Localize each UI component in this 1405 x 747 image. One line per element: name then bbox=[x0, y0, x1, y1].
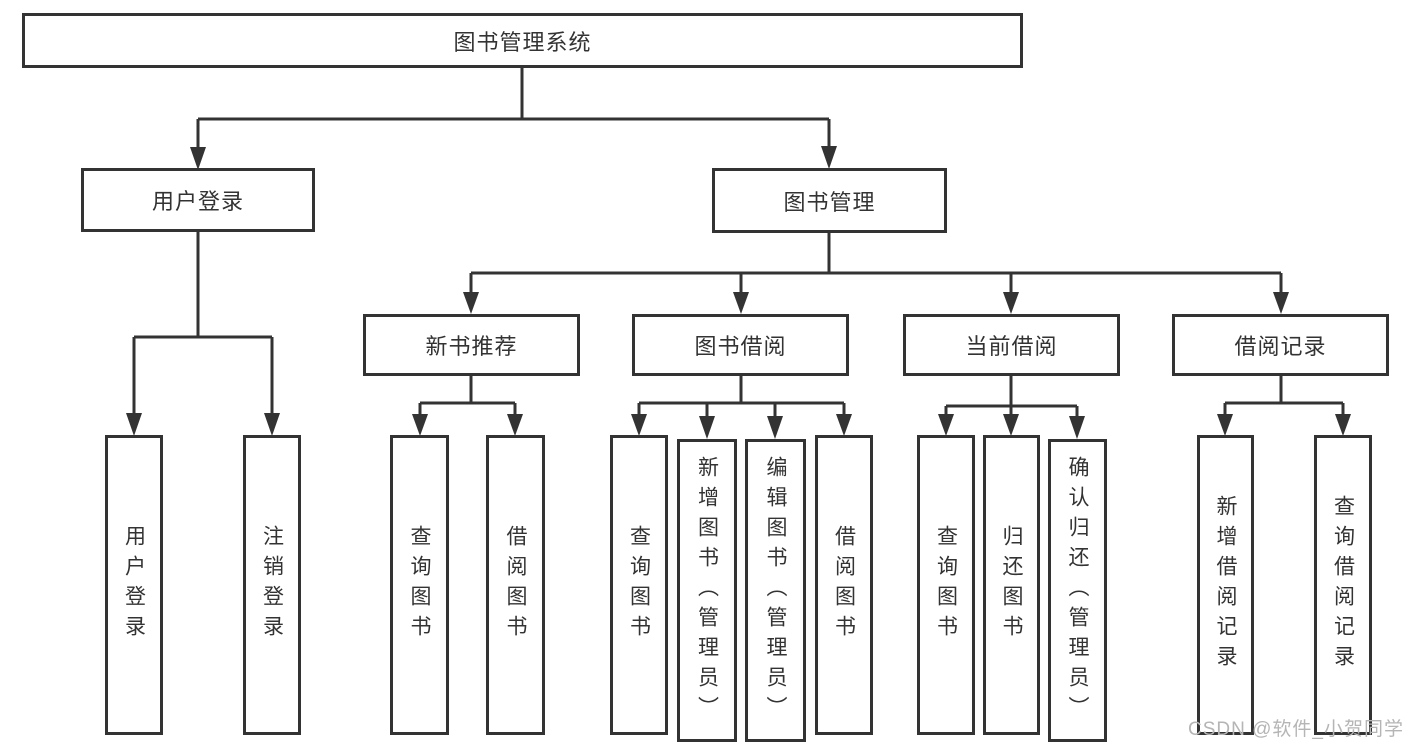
leaf-edit-books-admin-label: 编辑图书（管理员） bbox=[764, 455, 787, 726]
node-user-login: 用户登录 bbox=[81, 168, 315, 232]
leaf-current-query-books: 查询图书 bbox=[917, 435, 975, 735]
leaf-recommend-query-books: 查询图书 bbox=[390, 435, 449, 735]
csdn-watermark: CSDN @软件_小贺同学 bbox=[1188, 719, 1404, 740]
node-book-borrow: 图书借阅 bbox=[632, 314, 849, 376]
leaf-return-books-label: 归还图书 bbox=[1000, 525, 1023, 645]
leaf-confirm-return-admin: 确认归还（管理员） bbox=[1048, 439, 1107, 742]
node-new-book-recommend-label: 新书推荐 bbox=[425, 334, 518, 359]
node-borrow-records: 借阅记录 bbox=[1172, 314, 1389, 376]
connector-lines bbox=[132, 68, 1345, 417]
node-borrow-records-label: 借阅记录 bbox=[1234, 334, 1327, 359]
leaf-user-login-label: 用户登录 bbox=[122, 525, 146, 645]
leaf-user-login: 用户登录 bbox=[105, 435, 163, 735]
node-user-login-label: 用户登录 bbox=[151, 189, 244, 214]
arrowhead-icons bbox=[126, 146, 1351, 439]
leaf-borrow-books-label: 借阅图书 bbox=[832, 525, 856, 645]
leaf-add-borrow-record: 新增借阅记录 bbox=[1197, 435, 1254, 735]
node-current-borrow: 当前借阅 bbox=[903, 314, 1120, 376]
node-new-book-recommend: 新书推荐 bbox=[363, 314, 580, 376]
node-current-borrow-label: 当前借阅 bbox=[965, 334, 1058, 359]
leaf-query-borrow-record-label: 查询借阅记录 bbox=[1331, 495, 1355, 675]
leaf-query-borrow-record: 查询借阅记录 bbox=[1314, 435, 1372, 735]
node-book-management-label: 图书管理 bbox=[783, 189, 876, 215]
leaf-current-query-books-label: 查询图书 bbox=[934, 525, 958, 645]
leaf-borrow-books: 借阅图书 bbox=[815, 435, 873, 735]
node-book-borrow-label: 图书借阅 bbox=[694, 334, 787, 359]
leaf-add-books-admin: 新增图书（管理员） bbox=[677, 439, 737, 742]
leaf-borrow-query-books-label: 查询图书 bbox=[627, 525, 651, 645]
node-library-system: 图书管理系统 bbox=[22, 13, 1023, 68]
leaf-borrow-query-books: 查询图书 bbox=[610, 435, 668, 735]
leaf-return-books: 归还图书 bbox=[983, 435, 1040, 735]
node-book-management: 图书管理 bbox=[712, 168, 947, 233]
leaf-logout-label: 注销登录 bbox=[260, 525, 284, 645]
leaf-logout: 注销登录 bbox=[243, 435, 301, 735]
node-library-system-label: 图书管理系统 bbox=[453, 29, 592, 55]
leaf-add-borrow-record-label: 新增借阅记录 bbox=[1214, 495, 1237, 675]
leaf-edit-books-admin: 编辑图书（管理员） bbox=[745, 439, 806, 742]
leaf-recommend-query-books-label: 查询图书 bbox=[408, 525, 431, 645]
leaf-add-books-admin-label: 新增图书（管理员） bbox=[695, 455, 719, 726]
leaf-confirm-return-admin-label: 确认归还（管理员） bbox=[1066, 455, 1089, 726]
leaf-recommend-borrow-books-label: 借阅图书 bbox=[504, 525, 527, 645]
leaf-recommend-borrow-books: 借阅图书 bbox=[486, 435, 545, 735]
